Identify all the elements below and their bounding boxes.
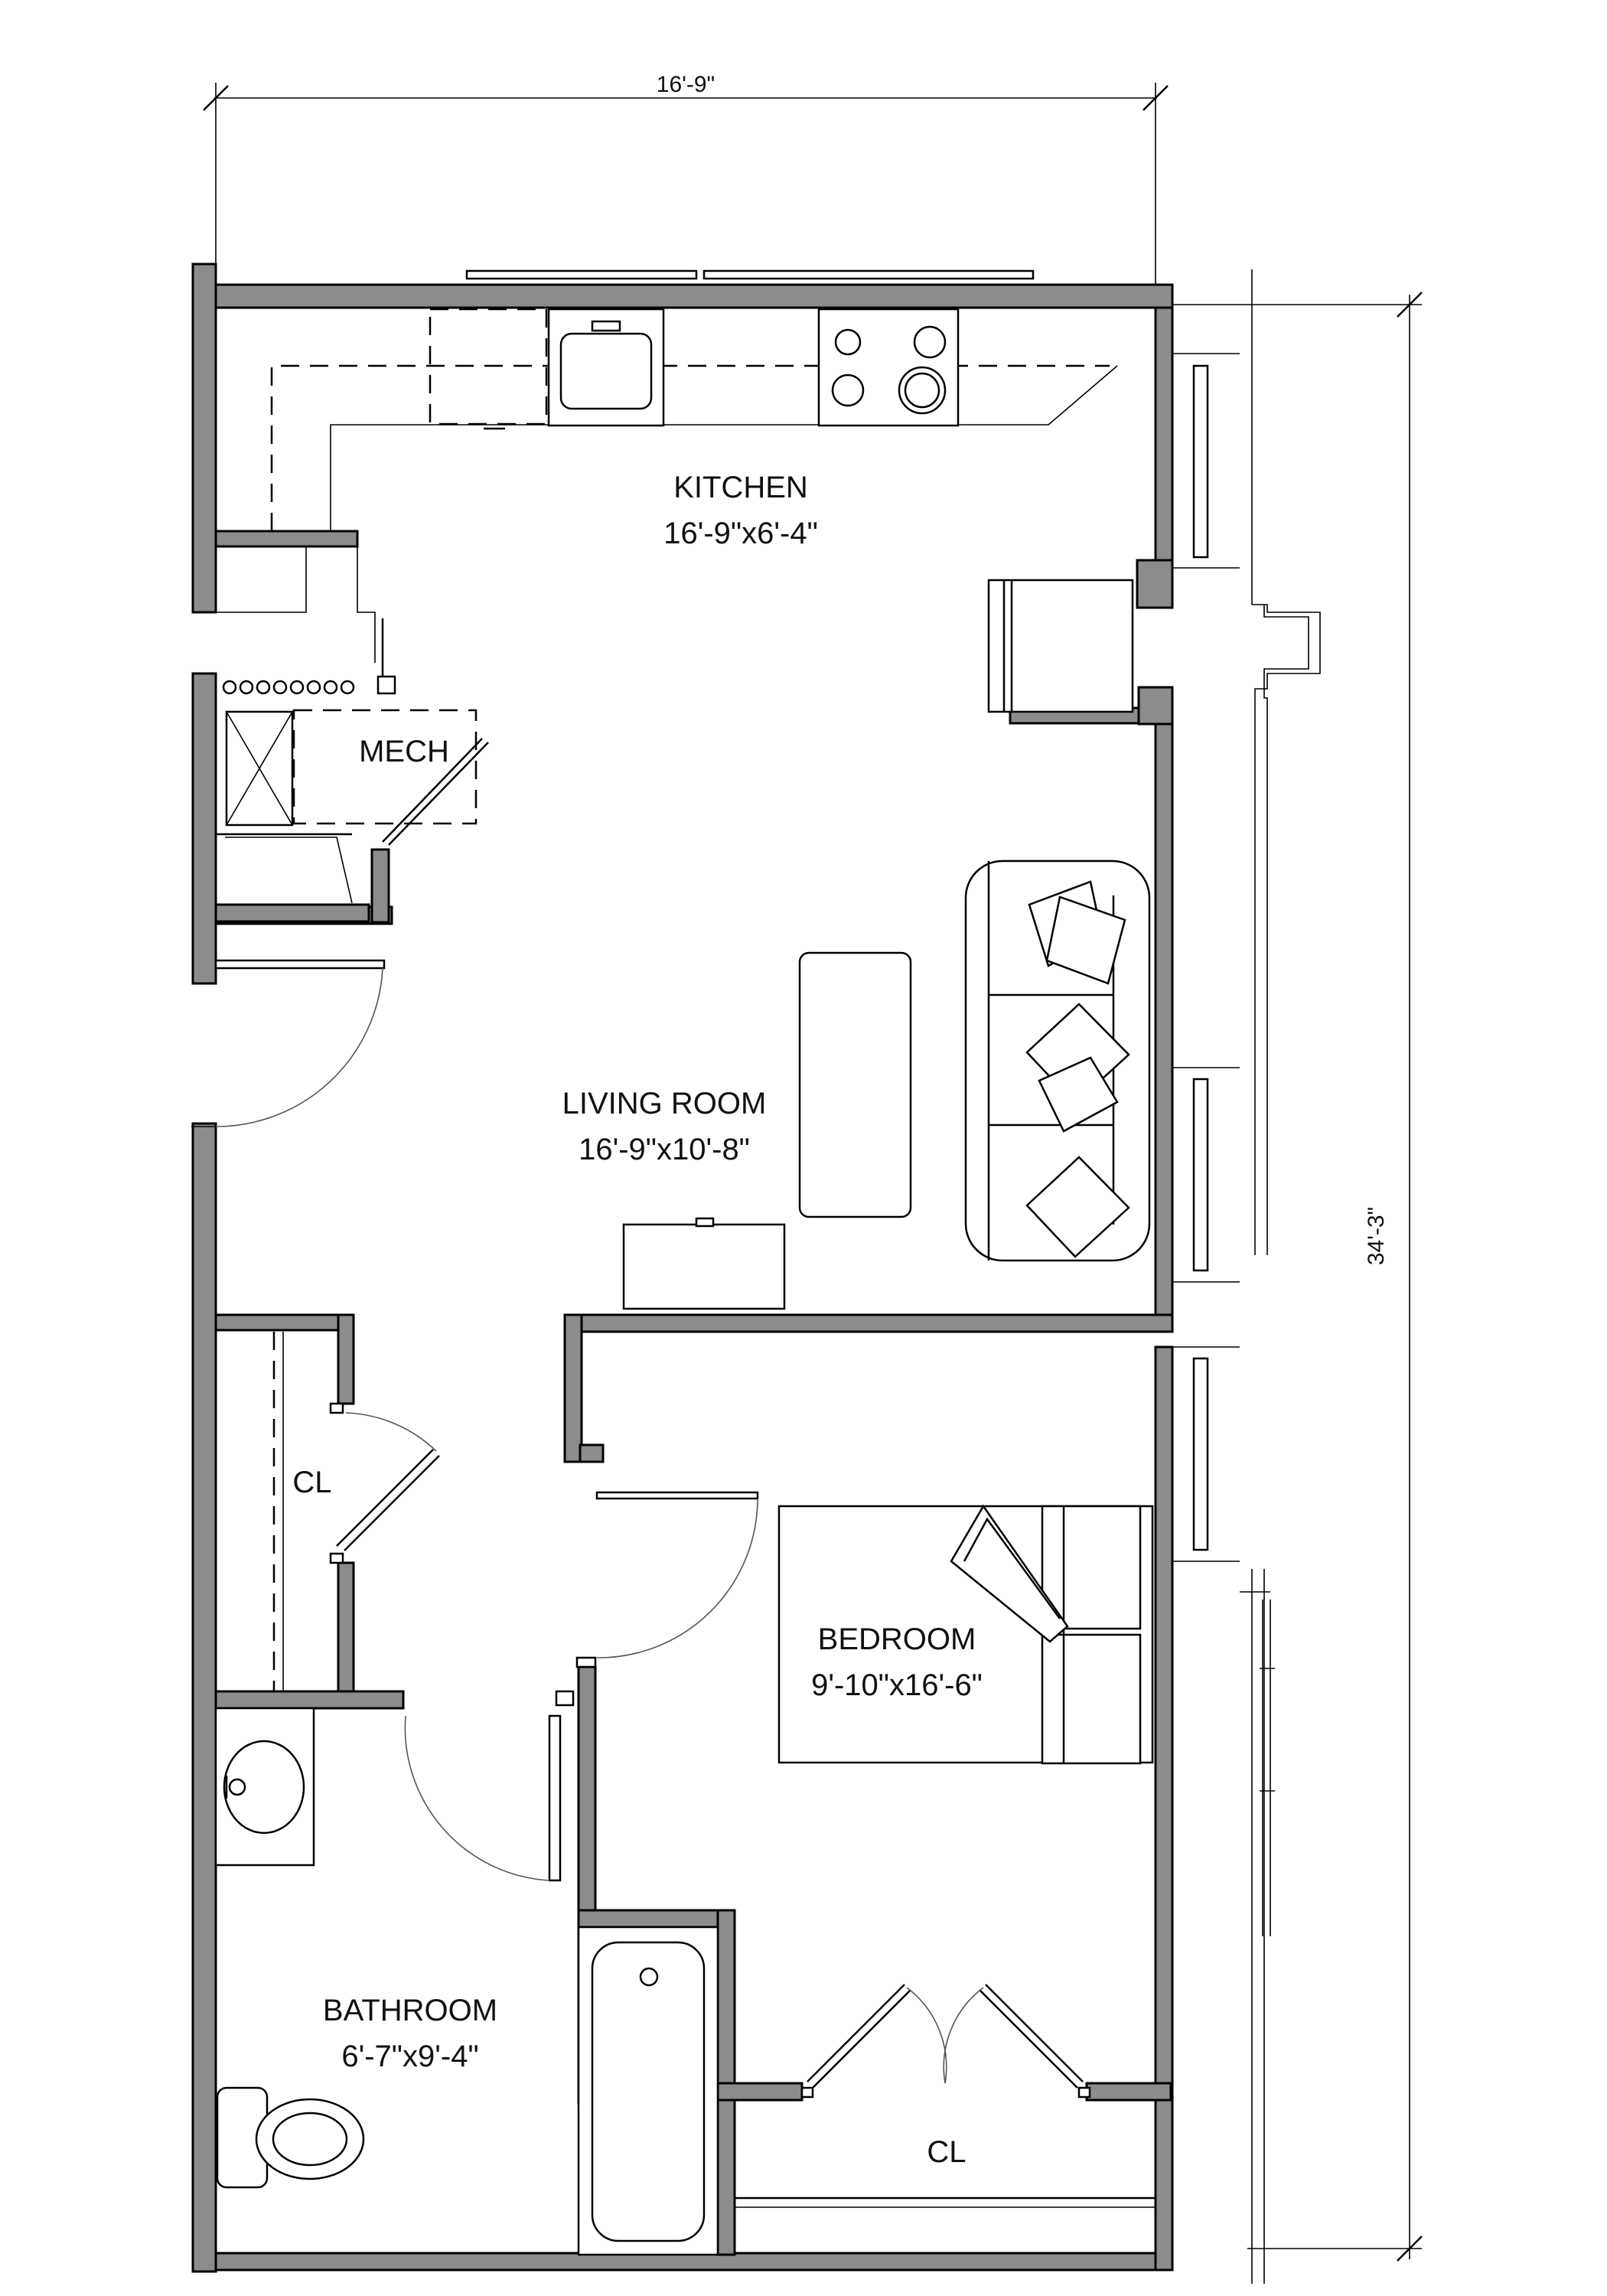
room-labels: KITCHEN 16'-9"x6'-4" LIVING ROOM 16'-9"x…	[323, 471, 983, 2073]
coffee-table	[798, 951, 912, 1218]
kitchen-range	[817, 308, 960, 427]
bedroom-label: BEDROOM	[818, 1623, 976, 1656]
entry-door	[191, 959, 386, 1127]
kitchen-counter	[270, 308, 1118, 531]
living-room-label: LIVING ROOM	[562, 1087, 767, 1120]
bathtub	[577, 1926, 719, 2256]
bathroom-door	[404, 1690, 575, 1882]
balcony-railing	[1240, 269, 1321, 2284]
mech-label: MECH	[359, 735, 449, 768]
bathroom-label: BATHROOM	[323, 1994, 497, 2027]
living-room-size: 16'-9"x10'-8"	[579, 1133, 750, 1166]
bathroom-size: 6'-7"x9'-4"	[341, 2040, 478, 2073]
windows	[1172, 353, 1240, 1562]
depth-dimension-label: 34'-3"	[1364, 1207, 1389, 1265]
tv-stand	[622, 1217, 786, 1310]
kitchen-sink	[547, 308, 665, 427]
width-dimension: 16'-9"	[203, 72, 1169, 287]
hall-closet-label: CL	[292, 1466, 331, 1499]
sofa	[964, 859, 1151, 1262]
hall-closet: CL	[272, 1332, 440, 1691]
bedroom-size: 9'-10"x16'-6"	[811, 1668, 983, 1702]
bedroom-closet-label: CL	[927, 2135, 966, 2169]
water-heater-row	[222, 680, 355, 695]
bedroom-door	[575, 1491, 759, 1668]
bedroom-closet: CL	[735, 1984, 1156, 2208]
toilet	[216, 2086, 365, 2189]
fridge	[987, 579, 1134, 713]
kitchen-label: KITCHEN	[673, 471, 808, 504]
mech-closet: MECH	[216, 546, 489, 904]
depth-dimension: 34'-3"	[1156, 292, 1423, 2262]
bed	[777, 1504, 1154, 1765]
bathroom-vanity	[214, 1707, 315, 1867]
kitchen-size: 16'-9"x6'-4"	[663, 517, 818, 550]
width-dimension-label: 16'-9"	[657, 72, 715, 97]
